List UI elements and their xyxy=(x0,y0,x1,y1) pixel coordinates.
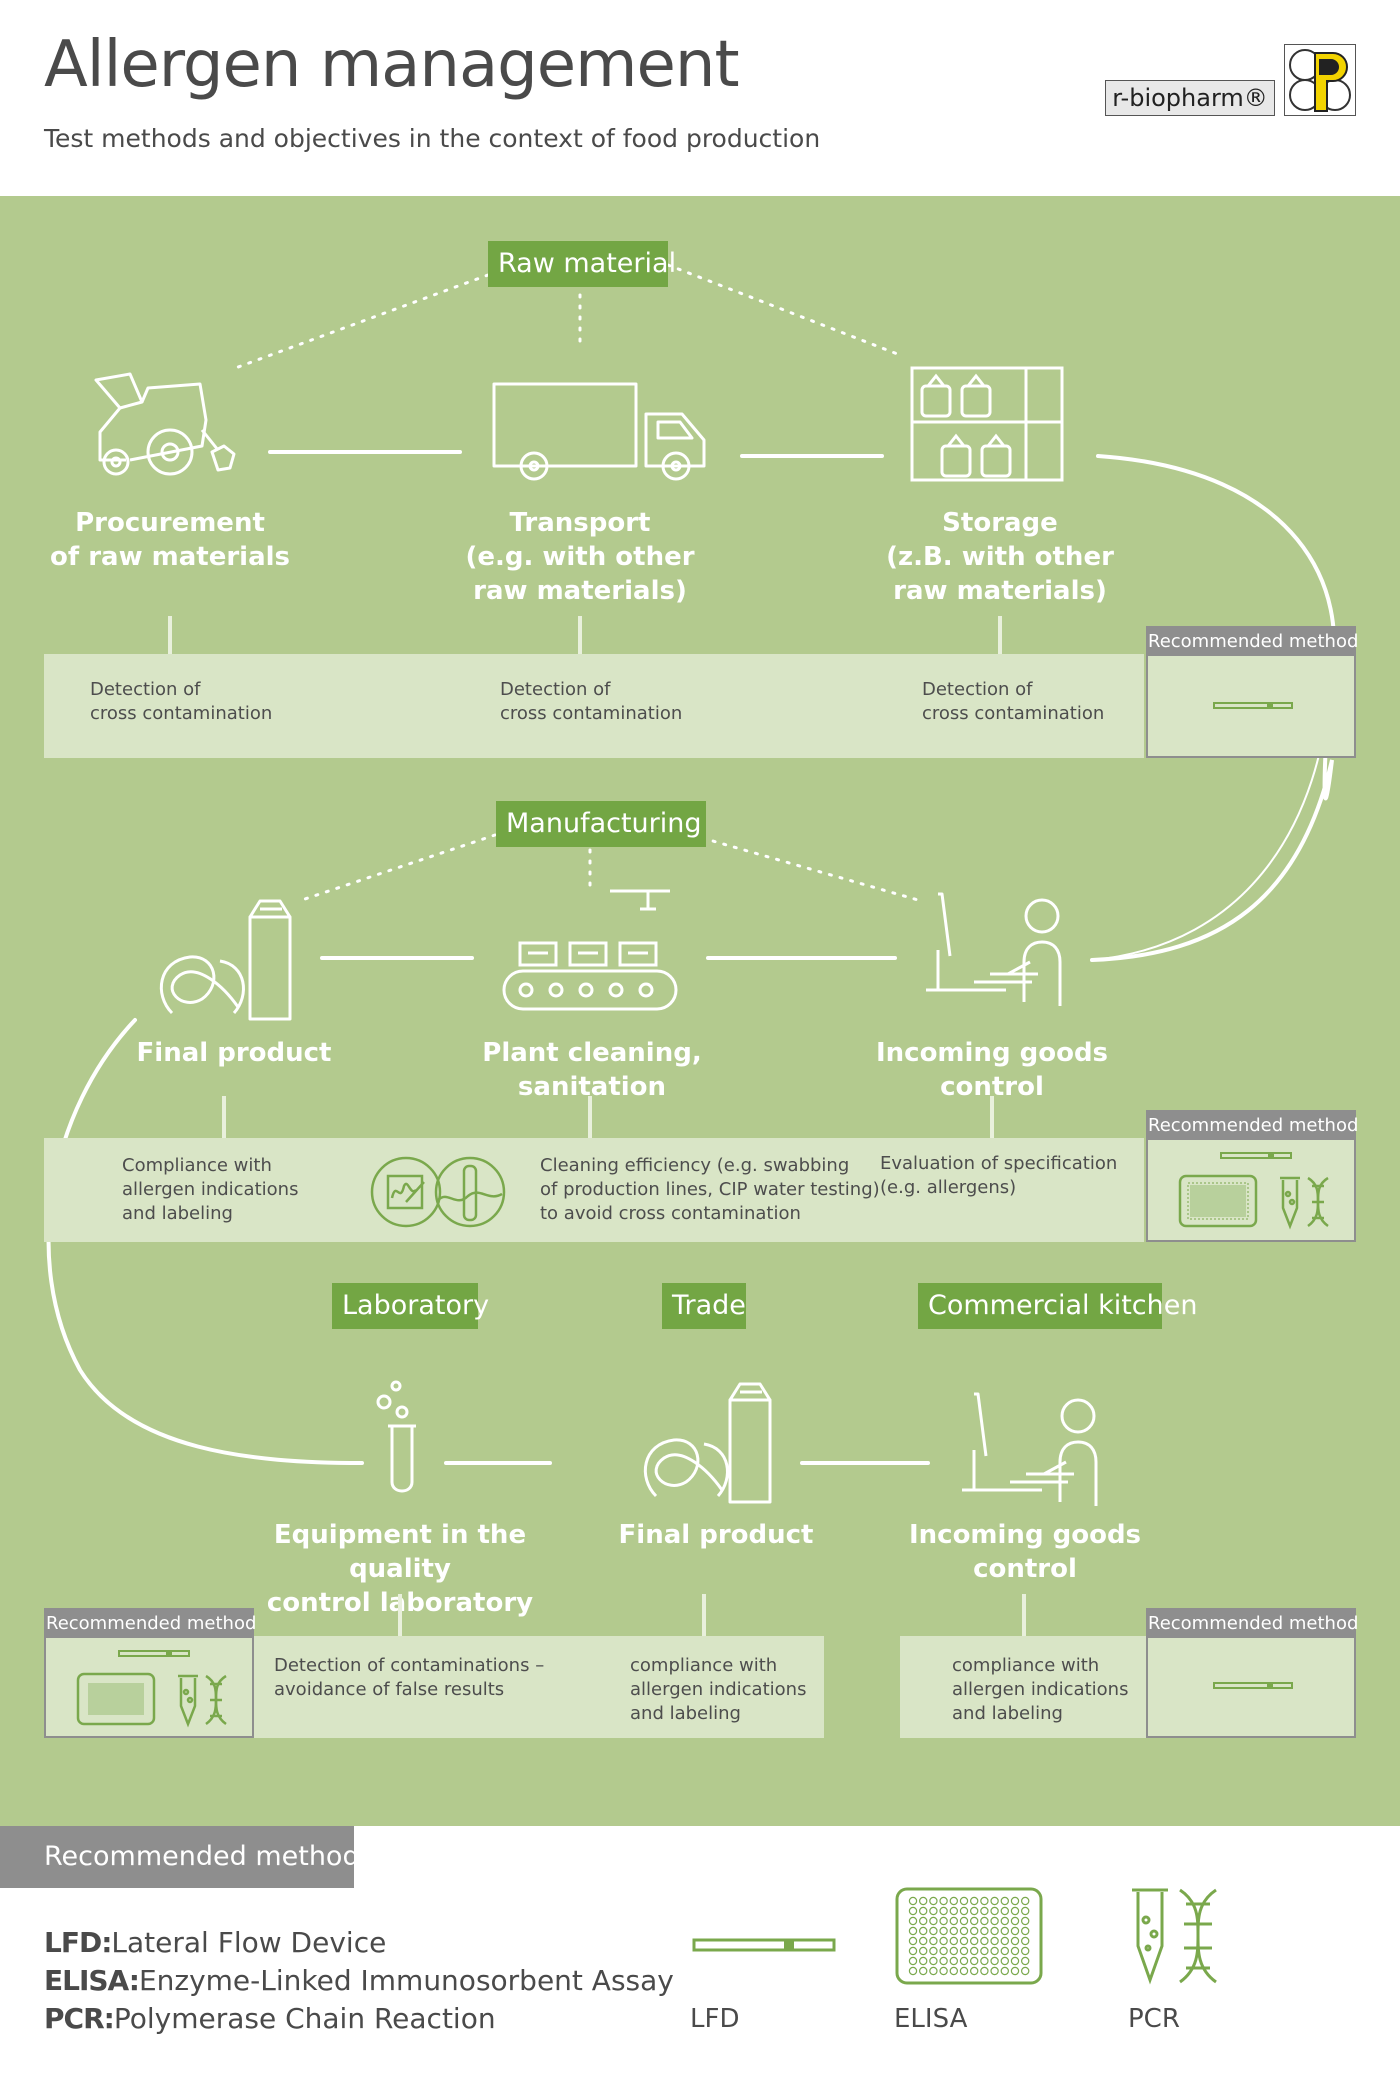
method-label-lfd: LFD xyxy=(690,2004,740,2034)
description-final-product: Compliance with allergen indications and… xyxy=(122,1155,299,1224)
method-label-elisa: ELISA xyxy=(894,2004,968,2034)
method-label-pcr: PCR xyxy=(1128,2004,1180,2034)
stage-final-product: Final product xyxy=(136,1038,332,1068)
legend-abbr: ELISA: xyxy=(44,1964,140,1997)
recommended-method-box: Recommended method xyxy=(1146,626,1358,758)
connector-tick xyxy=(588,1096,592,1138)
connector-tick xyxy=(398,1594,402,1636)
conveyor-icon xyxy=(502,889,678,1011)
footer-tag: Recommended methods xyxy=(0,1826,374,1888)
legend-abbr: PCR: xyxy=(44,2002,115,2035)
pcr-icon xyxy=(1132,1888,1217,1985)
desk-worker-icon xyxy=(926,892,1062,1006)
description-band-manufacturing xyxy=(44,1138,1144,1242)
stage-incoming-goods: Incoming goods control xyxy=(875,1038,1109,1102)
stage-procurement: Procurement of raw materials xyxy=(49,508,291,572)
legend-elisa: ELISA:Enzyme-Linked Immunosorbent Assay xyxy=(44,1964,674,1997)
tag-laboratory: Laboratory xyxy=(332,1283,489,1329)
connector-tick xyxy=(222,1096,226,1138)
page-subtitle: Test methods and objectives in the conte… xyxy=(44,124,821,153)
description-incoming-goods: Evaluation of specification (e.g. allerg… xyxy=(880,1153,1118,1198)
logo-mark-icon xyxy=(1284,44,1356,116)
tag-manufacturing: Manufacturing xyxy=(496,801,706,847)
elisa-plate-icon xyxy=(1178,1174,1258,1228)
connector-tick xyxy=(702,1594,706,1636)
swab-test-icon xyxy=(370,1156,506,1228)
legend-full: Enzyme-Linked Immunosorbent Assay xyxy=(138,1964,674,1997)
legend-full: Polymerase Chain Reaction xyxy=(113,2002,496,2035)
recommended-method-box: Recommended method xyxy=(1146,1608,1358,1738)
pretzel-carton-icon xyxy=(159,899,292,1021)
desk-worker-icon xyxy=(962,1392,1098,1506)
connector-tick xyxy=(990,1096,994,1138)
truck-icon xyxy=(492,382,706,481)
description-plant-cleaning: Cleaning efficiency (e.g. swabbing of pr… xyxy=(540,1155,880,1224)
storage-shelf-icon xyxy=(910,366,1064,482)
elisa-plate-icon xyxy=(76,1672,156,1726)
tag-trade: Trade xyxy=(662,1283,746,1329)
lfd-strip-icon xyxy=(1213,1682,1293,1689)
stage-plant-cleaning: Plant cleaning, sanitation xyxy=(482,1038,702,1102)
tag-commercial-kitchen: Commercial kitchen xyxy=(918,1283,1197,1329)
recommended-method-label: Recommended method xyxy=(1148,1610,1358,1638)
description-band-kitchen xyxy=(900,1636,1150,1738)
description-storage: Detection of cross contamination xyxy=(922,679,1105,724)
stage-storage: Storage (z.B. with other raw materials) xyxy=(886,508,1114,606)
tractor-icon xyxy=(94,372,236,476)
recommended-method-box: Recommended method xyxy=(44,1608,256,1738)
logo: r-biopharm® xyxy=(1105,80,1275,116)
tag-raw-material: Raw material xyxy=(488,241,676,287)
stage-transport: Transport (e.g. with other raw materials… xyxy=(465,508,695,606)
lfd-strip-icon xyxy=(1213,702,1293,709)
connector-tick xyxy=(1022,1594,1026,1636)
lfd-strip-icon xyxy=(692,1938,836,1952)
stage-kitchen-incoming-goods: Incoming goods control xyxy=(908,1520,1142,1584)
test-tube-icon xyxy=(376,1380,416,1493)
stage-lab-equipment: Equipment in the quality control laborat… xyxy=(266,1520,534,1618)
stage-trade-final-product: Final product xyxy=(618,1520,814,1550)
legend-lfd: LFD:Lateral Flow Device xyxy=(44,1926,386,1959)
description-transport: Detection of cross contamination xyxy=(500,679,683,724)
elisa-plate-icon xyxy=(895,1887,1043,1985)
connector-tick xyxy=(998,616,1002,654)
description-lab-equipment: Detection of contaminations – avoidance … xyxy=(274,1655,545,1700)
connector-tick xyxy=(168,616,172,654)
legend-abbr: LFD: xyxy=(44,1926,112,1959)
description-procurement: Detection of cross contamination xyxy=(90,679,273,724)
recommended-method-label: Recommended method xyxy=(46,1610,256,1638)
lfd-strip-icon xyxy=(118,1650,190,1657)
description-kitchen-incoming-goods: compliance with allergen indications and… xyxy=(952,1655,1129,1724)
description-trade-final-product: compliance with allergen indications and… xyxy=(630,1655,807,1724)
recommended-method-label: Recommended method xyxy=(1148,1112,1358,1140)
pcr-icon xyxy=(1280,1176,1329,1230)
description-band-raw xyxy=(44,654,1144,758)
pretzel-carton-icon xyxy=(643,1382,772,1504)
recommended-method-box: Recommended method xyxy=(1146,1110,1358,1242)
page-title: Allergen management xyxy=(44,28,740,102)
description-band-lab-trade xyxy=(250,1636,824,1738)
lfd-strip-icon xyxy=(1220,1152,1292,1159)
connector-tick xyxy=(578,616,582,654)
recommended-method-label: Recommended method xyxy=(1148,628,1358,656)
legend-full: Lateral Flow Device xyxy=(111,1926,387,1959)
pcr-icon xyxy=(178,1674,227,1728)
legend-pcr: PCR:Polymerase Chain Reaction xyxy=(44,2002,496,2035)
